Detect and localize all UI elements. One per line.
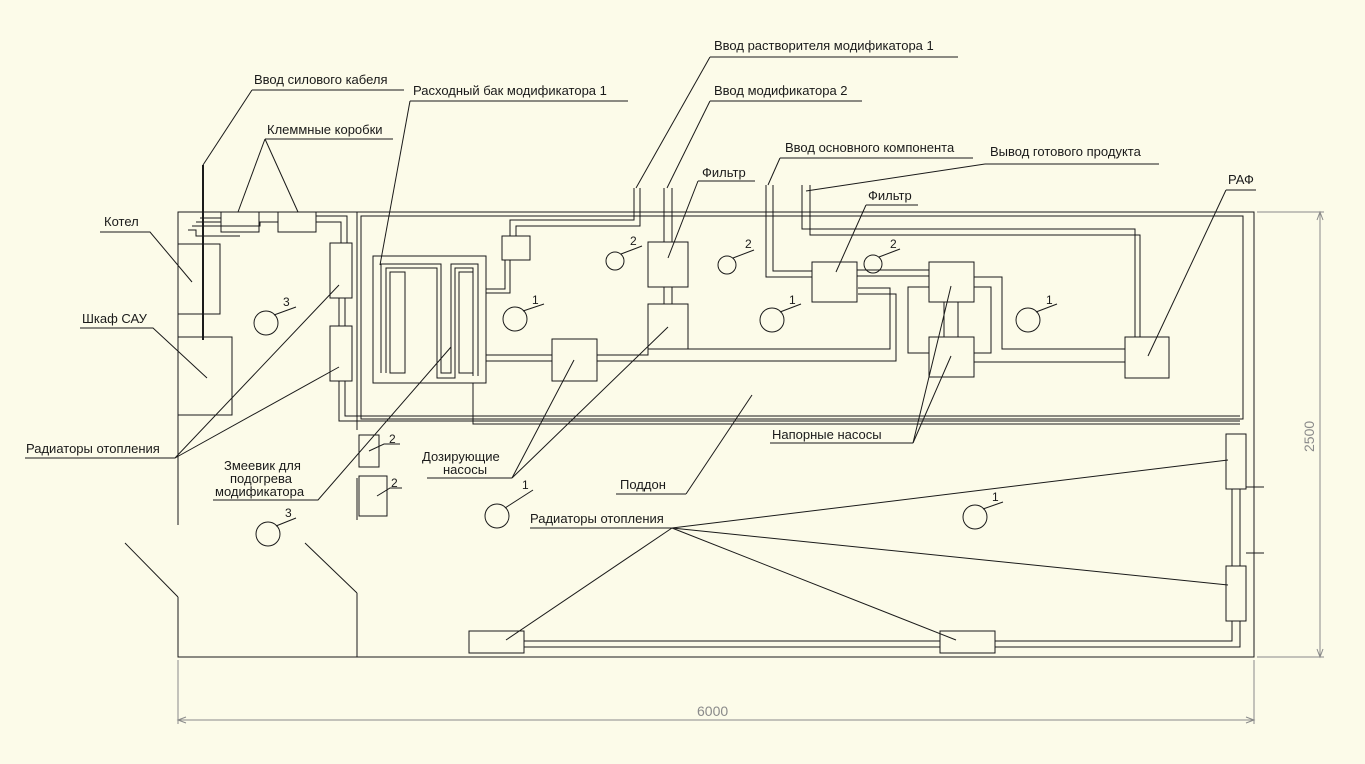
- label-heating-radiators-bottom: Радиаторы отопления: [530, 511, 664, 526]
- dimension-height: 2500: [1301, 421, 1317, 452]
- marker-1-e: 1: [992, 490, 999, 504]
- label-tray: Поддон: [620, 477, 666, 492]
- pressure-pump-upper: [928, 261, 975, 303]
- label-power-cable-input: Ввод силового кабеля: [254, 72, 388, 87]
- radiator-wall-upper: [329, 242, 353, 299]
- label-coil-line2: подогрева: [230, 471, 293, 486]
- label-filter-1: Фильтр: [702, 165, 746, 180]
- radiator-bottom-left: [468, 630, 525, 654]
- radiator-bottom-mid: [939, 630, 996, 654]
- marker-2-d: 2: [389, 432, 396, 446]
- filter-unit-2: [811, 261, 858, 303]
- dosing-pump-2: [647, 303, 689, 350]
- label-supply-tank: Расходный бак модификатора 1: [413, 83, 607, 98]
- leader-lines: [25, 56, 1256, 641]
- radiator-right-upper: [1225, 433, 1247, 490]
- marker-2-a: 2: [630, 234, 637, 248]
- label-raf: РАФ: [1228, 172, 1254, 187]
- boiler-unit: [177, 243, 221, 315]
- label-coil-line3: модификатора: [215, 484, 305, 499]
- power-cable: [188, 89, 348, 340]
- raf-unit: [1124, 336, 1170, 379]
- label-modifier2-input: Ввод модификатора 2: [714, 83, 848, 98]
- label-boiler: Котел: [104, 214, 139, 229]
- label-heating-radiators-left: Радиаторы отопления: [26, 441, 160, 456]
- marker-2-c: 2: [890, 237, 897, 251]
- label-product-output: Вывод готового продукта: [990, 144, 1142, 159]
- container-outline: [124, 211, 1255, 658]
- dimension-width: 6000: [697, 703, 728, 719]
- radiator-right-lower: [1225, 565, 1247, 622]
- terminal-box-left: [220, 211, 260, 233]
- terminal-box-right: [277, 211, 317, 233]
- label-main-component-input: Ввод основного компонента: [785, 140, 955, 155]
- radiator-wall-lower: [329, 325, 353, 382]
- marker-1-b: 1: [789, 293, 796, 307]
- marker-1-d: 1: [522, 478, 529, 492]
- marker-3-upper: 3: [283, 295, 290, 309]
- dimension-lines: [176, 210, 1324, 724]
- dosing-pump-1: [551, 338, 598, 382]
- label-dosing-pumps-line1: Дозирующие: [422, 449, 500, 464]
- pressure-pump-lower: [928, 336, 975, 378]
- label-pressure-pumps: Напорные насосы: [772, 427, 882, 442]
- label-solvent-input: Ввод растворителя модификатора 1: [714, 38, 934, 53]
- supply-tank-unit: [372, 255, 487, 384]
- marker-3-lower: 3: [285, 506, 292, 520]
- marker-1-c: 1: [1046, 293, 1053, 307]
- marker-2-e: 2: [391, 476, 398, 490]
- label-filter-2: Фильтр: [868, 188, 912, 203]
- pump-unit-small-2: [358, 475, 388, 517]
- label-coil-line1: Змеевик для: [224, 458, 301, 473]
- marker-circles: [253, 245, 1058, 547]
- heating-coil: [380, 263, 479, 376]
- filter-unit-1: [647, 241, 689, 288]
- marker-2-b: 2: [745, 237, 752, 251]
- label-dosing-pumps-line2: насосы: [443, 462, 487, 477]
- label-control-cabinet: Шкаф САУ: [82, 311, 148, 326]
- modifier-unit: [501, 235, 531, 261]
- tray-outline: [360, 215, 1244, 420]
- label-terminal-boxes: Клеммные коробки: [267, 122, 383, 137]
- marker-1-a: 1: [532, 293, 539, 307]
